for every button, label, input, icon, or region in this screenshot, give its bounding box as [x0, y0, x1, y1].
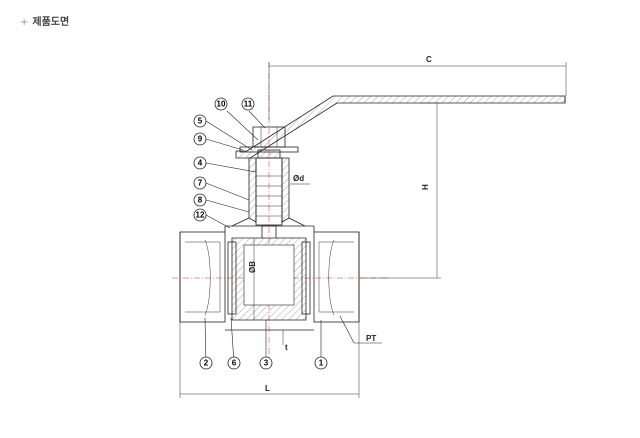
- dimension-pt-label: PT: [366, 334, 376, 343]
- part-bubble-4: 4: [193, 156, 207, 170]
- dimension-c-label: C: [426, 55, 432, 64]
- part-bubble-7: 7: [193, 176, 207, 190]
- stem: [231, 157, 306, 227]
- svg-text:6: 6: [232, 359, 237, 368]
- svg-text:10: 10: [217, 100, 226, 109]
- dimension-t-label: t: [285, 343, 288, 352]
- part-leaders: [204, 110, 322, 364]
- svg-text:9: 9: [198, 135, 203, 144]
- part-bubble-6: 6: [227, 356, 241, 370]
- svg-text:7: 7: [198, 179, 203, 188]
- handle-lever: [235, 95, 566, 159]
- svg-text:1: 1: [319, 359, 324, 368]
- dimension-b-label: ØB: [248, 261, 257, 273]
- dimension-h: H: [360, 102, 441, 279]
- dimension-d-label: Ød: [293, 174, 304, 183]
- part-bubble-11: 11: [241, 97, 255, 111]
- part-bubble-8: 8: [193, 193, 207, 207]
- svg-text:5: 5: [198, 117, 203, 126]
- part-bubble-1: 1: [314, 356, 328, 370]
- part-bubble-2: 2: [199, 356, 213, 370]
- dimension-l: L: [179, 322, 360, 398]
- dimension-h-label: H: [421, 184, 430, 190]
- svg-text:2: 2: [204, 359, 209, 368]
- dimension-c: C: [268, 55, 567, 120]
- part-bubble-9: 9: [193, 132, 207, 146]
- part-bubble-12: 12: [193, 208, 207, 222]
- valve-body: [179, 225, 360, 331]
- part-bubble-5: 5: [193, 114, 207, 128]
- svg-text:12: 12: [196, 211, 205, 220]
- section-title: 제품도면: [32, 17, 70, 28]
- section-header: +제품도면: [20, 13, 69, 28]
- svg-text:8: 8: [198, 196, 203, 205]
- ball: [227, 225, 311, 321]
- svg-text:11: 11: [244, 100, 253, 109]
- part-bubble-10: 10: [214, 97, 228, 111]
- part-bubble-3: 3: [259, 356, 273, 370]
- dimension-l-label: L: [265, 384, 270, 393]
- svg-text:4: 4: [198, 159, 203, 168]
- svg-text:3: 3: [264, 359, 269, 368]
- plus-icon: +: [20, 17, 29, 28]
